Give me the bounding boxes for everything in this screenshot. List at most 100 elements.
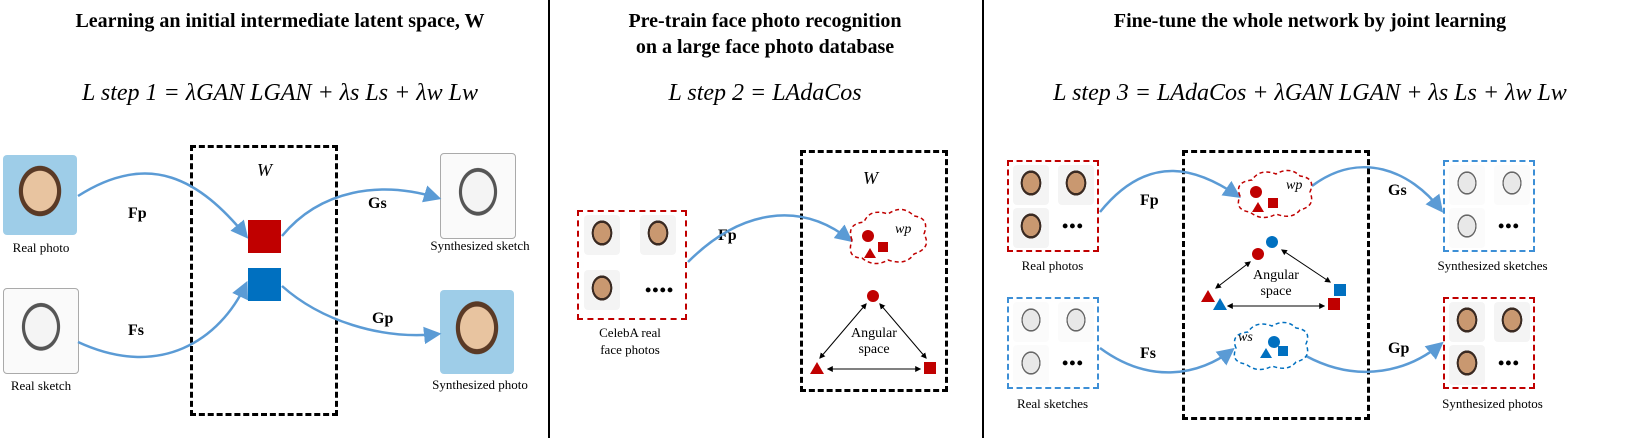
p2-angular-square <box>924 362 936 374</box>
p3-latent-box <box>1182 150 1370 420</box>
divider-2 <box>982 0 984 438</box>
p3-angular-circle-red <box>1252 248 1264 260</box>
panel3-title: Fine-tune the whole network by joint lea… <box>1113 10 1507 32</box>
p3-real-sketches-box <box>1007 297 1099 389</box>
p3-wp-label: wp <box>1286 178 1303 193</box>
p3-gs-label: Gs <box>1388 182 1407 199</box>
panel3-equation: L step 3 = LAdaCos + λGAN LGAN + λs Ls +… <box>1053 80 1567 106</box>
celeba-face-2 <box>640 215 676 255</box>
p3-angular-square-red <box>1328 298 1340 310</box>
p3-real-photo-3 <box>1013 208 1049 248</box>
p3-synth-photo-3 <box>1449 345 1485 385</box>
p3-real-photos-label: Real photos <box>1021 258 1084 273</box>
p3-synth-sketches-dots: ••• <box>1498 216 1520 236</box>
panel2-title-line1: Pre-train face photo recognition <box>628 10 902 32</box>
real-sketch-image <box>3 288 79 374</box>
real-sketch-label: Real sketch <box>10 378 72 393</box>
p1-fs-label: Fs <box>128 322 144 339</box>
p3-real-sketch-2 <box>1058 302 1094 342</box>
celeba-label-line2: face photos <box>600 342 660 357</box>
p2-edge-left <box>819 303 867 359</box>
p3-ws-circle <box>1268 336 1280 348</box>
p3-real-photo-1 <box>1013 165 1049 205</box>
p3-arrow-fs <box>1099 346 1235 374</box>
p1-arrow-gs <box>281 185 442 237</box>
p3-wp-circle <box>1250 186 1262 198</box>
p3-synth-sketch-3 <box>1449 208 1485 248</box>
p3-wp-triangle <box>1252 202 1264 212</box>
p3-synth-photos-box <box>1443 297 1535 389</box>
latent-space-w-label: W <box>257 160 272 180</box>
p2-angular-circle <box>867 290 879 302</box>
p1-red-square <box>248 220 281 253</box>
p3-synth-photo-1 <box>1449 302 1485 342</box>
synth-photo-label: Synthesized photo <box>432 377 528 392</box>
p2-wp-triangle <box>864 248 876 258</box>
p3-real-photo-2 <box>1058 165 1094 205</box>
panel2-equation: L step 2 = LAdaCos <box>668 80 862 106</box>
p2-wp-circle <box>862 230 874 242</box>
p3-ws-square <box>1278 346 1288 356</box>
p3-synth-photos-dots: ••• <box>1498 353 1520 373</box>
p3-angular-square-blue <box>1334 284 1346 296</box>
p2-edge-right <box>879 303 927 359</box>
p3-fp-label: Fp <box>1140 192 1159 209</box>
p3-real-sketch-3 <box>1013 345 1049 385</box>
p3-edge-right <box>1281 249 1331 283</box>
p3-wp-square <box>1268 198 1278 208</box>
p3-synth-sketches-label: Synthesized sketches <box>1437 258 1548 273</box>
p3-angular-triangle-blue <box>1213 298 1227 310</box>
p3-real-sketches-label: Real sketches <box>1016 396 1089 411</box>
celeba-label-line1: CelebA real <box>599 325 661 340</box>
p2-latent-box <box>800 150 948 392</box>
p2-wp-square <box>878 242 888 252</box>
panel1-equation: L step 1 = λGAN LGAN + λs Ls + λw Lw <box>81 80 479 106</box>
p3-ws-cloud <box>1233 321 1309 371</box>
p3-synth-photo-2 <box>1494 302 1530 342</box>
p3-ws-label: ws <box>1238 330 1253 345</box>
p2-wp-cloud <box>849 208 928 265</box>
latent-space-w-box <box>190 145 338 416</box>
panel2-title-line2: on a large face photo database <box>635 36 895 58</box>
p1-arrow-fs <box>77 280 249 359</box>
p1-gs-label: Gs <box>368 195 387 212</box>
real-photo-label: Real photo <box>12 240 70 255</box>
panel1-title: Learning an initial intermediate latent … <box>75 10 485 32</box>
celeba-more-dots: •••• <box>645 280 675 300</box>
p1-arrow-gp <box>281 285 442 345</box>
p3-real-photos-box <box>1007 160 1099 252</box>
real-photo-image <box>3 155 77 235</box>
p2-latent-label: W <box>863 168 878 188</box>
p3-real-sketch-1 <box>1013 302 1049 342</box>
p1-arrow-fp <box>77 172 249 239</box>
p1-blue-square <box>248 268 281 301</box>
p2-angular-triangle <box>810 362 824 374</box>
p3-angular-circle-blue <box>1266 236 1278 248</box>
synth-photo-image <box>440 290 514 374</box>
p3-ws-triangle <box>1260 348 1272 358</box>
p3-real-photos-dots: ••• <box>1062 216 1084 236</box>
p3-arrow-fp <box>1099 169 1241 213</box>
p3-real-sketches-dots: ••• <box>1062 353 1084 373</box>
p3-edge-left <box>1215 261 1251 289</box>
p2-wp-label: wp <box>895 222 912 237</box>
p3-wp-cloud <box>1237 169 1313 219</box>
p3-synth-photos-label: Synthesized photos <box>1442 396 1543 411</box>
celeba-face-1 <box>584 215 620 255</box>
p2-arrow-fp <box>687 214 853 263</box>
divider-1 <box>548 0 550 438</box>
p3-synth-sketch-2 <box>1494 165 1530 205</box>
p3-synth-sketches-box <box>1443 160 1535 252</box>
p1-gp-label: Gp <box>372 310 394 327</box>
synth-sketch-label: Synthesized sketch <box>430 238 530 253</box>
p3-arrow-gp <box>1305 341 1444 374</box>
p3-synth-sketch-1 <box>1449 165 1485 205</box>
p3-fs-label: Fs <box>1140 345 1156 362</box>
p3-arrow-gs <box>1311 166 1444 213</box>
p3-angular-triangle-red <box>1201 290 1215 302</box>
p2-fp-label: Fp <box>718 227 737 244</box>
p1-fp-label: Fp <box>128 205 147 222</box>
celeba-photos-box <box>577 210 687 320</box>
p3-gp-label: Gp <box>1388 340 1410 357</box>
celeba-face-3 <box>584 270 620 310</box>
